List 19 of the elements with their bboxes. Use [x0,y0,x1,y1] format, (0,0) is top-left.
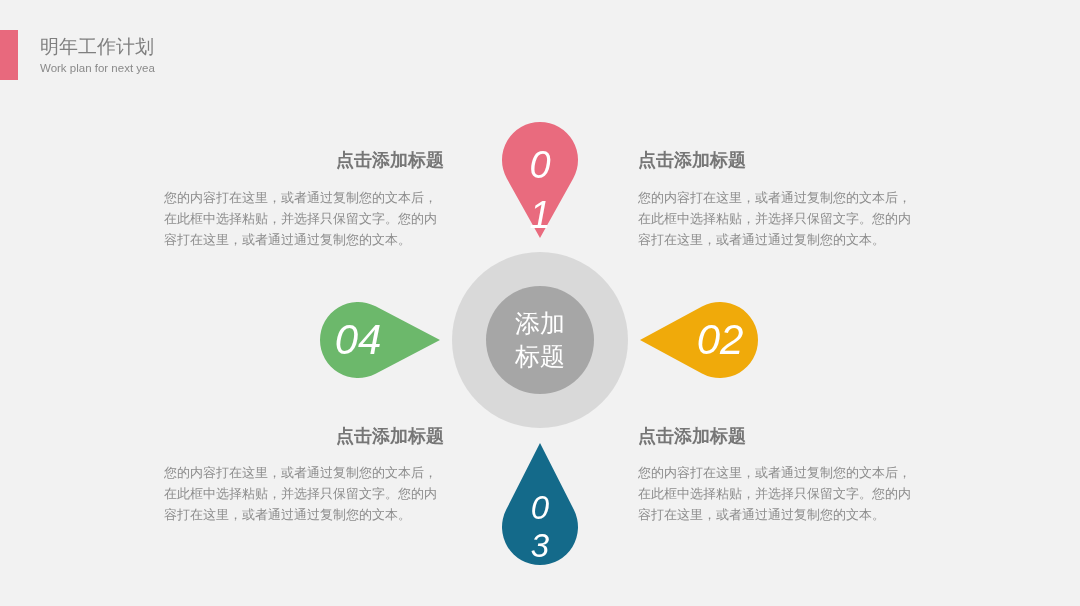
step-number: 02 [695,315,745,365]
section-heading: 点击添加标题 [638,149,747,171]
step-number: 01 [528,143,552,238]
subtitle: Work plan for next yea [40,61,155,75]
section-heading: 点击添加标题 [335,149,444,171]
section-text: 您的内容打在这里，或者通过复制您的文本后，在此框中选择粘贴，并选择只保留文字。您的内容打在这里，或者通过通过复制您的文本。 [638,188,912,249]
page-title: 明年工作计划 [40,35,154,59]
teardrop-marker [320,302,440,378]
section-text: 您的内容打在这里，或者通过复制您的文本后，在此框中选择粘贴，并选择只保留文字。您的内容打在这里，或者通过通过复制您的文本。 [164,188,438,249]
section-text: 您的内容打在这里，或者通过复制您的文本后，在此框中选择粘贴，并选择只保留文字。您的内容打在这里，或者通过通过复制您的文本。 [638,463,912,524]
teardrop-marker [502,443,578,565]
center-circle [452,252,628,428]
teardrop-marker [640,302,758,378]
step-number: 03 [529,489,551,565]
section-heading: 点击添加标题 [335,425,444,447]
center-title: 添加标题 [515,308,565,373]
step-number: 04 [333,315,383,365]
section-text: 您的内容打在这里，或者通过复制您的文本后，在此框中选择粘贴，并选择只保留文字。您的内容打在这里，或者通过通过复制您的文本。 [164,463,438,524]
section-heading: 点击添加标题 [638,425,747,447]
